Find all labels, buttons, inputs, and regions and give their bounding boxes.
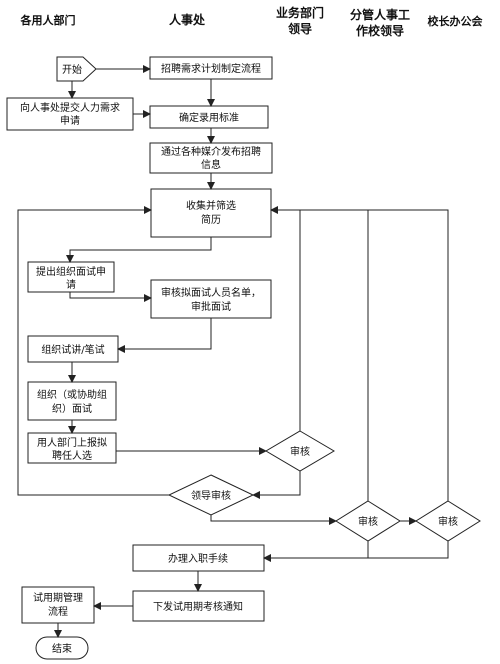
probation-notice-box xyxy=(132,590,265,622)
report-candidates-label-line1: 用人部门上报拟 xyxy=(37,436,107,449)
report-candidates-label-line2: 聘任人选 xyxy=(52,449,92,462)
exam-box xyxy=(27,335,119,363)
arrow-collect-to-propose xyxy=(66,237,212,263)
recruitment-plan-label: 招聘需求计划制定流程 xyxy=(161,62,261,75)
leader-review-label: 领导审核 xyxy=(191,489,231,502)
probation-management-label-line1: 试用期管理 xyxy=(33,591,83,604)
collect-resumes-box xyxy=(150,188,272,238)
probation-management-label-line2: 流程 xyxy=(48,605,68,618)
header-biz-leader-line2: 领导 xyxy=(288,21,312,36)
propose-interview-box xyxy=(27,261,115,293)
probation-management-box xyxy=(21,586,95,624)
arrow-dept-review-back-to-collect xyxy=(270,206,301,431)
arrow-propose-to-review-list xyxy=(69,292,152,302)
arrow-leader-review-to-vp-review xyxy=(210,515,337,525)
end-node xyxy=(35,636,89,660)
propose-interview-label-line2: 请 xyxy=(66,278,76,291)
organize-interview-box xyxy=(27,381,117,421)
hiring-standard-label: 确定录用标准 xyxy=(179,111,239,124)
vp-review-label: 审核 xyxy=(358,515,378,528)
exam-label: 组织试讲/笔试 xyxy=(41,343,104,356)
header-president-office: 校长办公会 xyxy=(428,14,484,28)
arrow-review-list-to-exam xyxy=(117,318,212,353)
arrow-president-to-onboard xyxy=(264,541,449,559)
header-vp-line2: 作校领导 xyxy=(356,23,404,38)
review-interview-list-label-line1: 审核拟面试人员名单， xyxy=(161,286,261,299)
collect-resumes-label-line2: 简历 xyxy=(201,213,221,226)
arrow-president-review-back xyxy=(271,209,449,501)
publish-info-label-line1: 通过各种媒介发布招聘 xyxy=(161,145,261,158)
arrow-leader-review-back-to-collect xyxy=(17,206,169,496)
dept-leader-review-label: 审核 xyxy=(290,445,310,458)
header-biz-leader-line1: 业务部门 xyxy=(276,5,324,20)
submit-request-label-line2: 申请 xyxy=(60,114,80,127)
organize-interview-label-line2: 织）面试 xyxy=(52,402,92,415)
submit-request-label-line1: 向人事处提交人力需求 xyxy=(20,101,120,114)
onboarding-box xyxy=(132,544,265,572)
collect-resumes-label-line1: 收集并筛选 xyxy=(186,199,236,212)
header-hr: 人事处 xyxy=(169,12,206,27)
header-dept: 各用人部门 xyxy=(20,13,76,27)
end-label: 结束 xyxy=(52,642,72,655)
connectors xyxy=(17,65,449,638)
president-review-label: 审核 xyxy=(438,515,458,528)
start-node xyxy=(56,56,97,82)
start-label: 开始 xyxy=(62,63,82,76)
propose-interview-label-line1: 提出组织面试申 xyxy=(36,265,106,278)
arrow-dept-review-to-leader-review xyxy=(252,471,301,499)
publish-info-box xyxy=(149,142,273,174)
report-candidates-box xyxy=(27,432,117,464)
arrow-vp-to-onboard xyxy=(263,541,369,562)
header-vp-line1: 分管人事工 xyxy=(350,7,410,22)
publish-info-label-line2: 信息 xyxy=(201,158,221,171)
organize-interview-label-line1: 组织（或协助组 xyxy=(37,388,107,401)
review-interview-list-label-line2: 审批面试 xyxy=(191,300,231,313)
submit-request-box xyxy=(6,97,134,131)
probation-notice-label: 下发试用期考核通知 xyxy=(153,600,243,613)
onboarding-label: 办理入职手续 xyxy=(168,552,228,565)
